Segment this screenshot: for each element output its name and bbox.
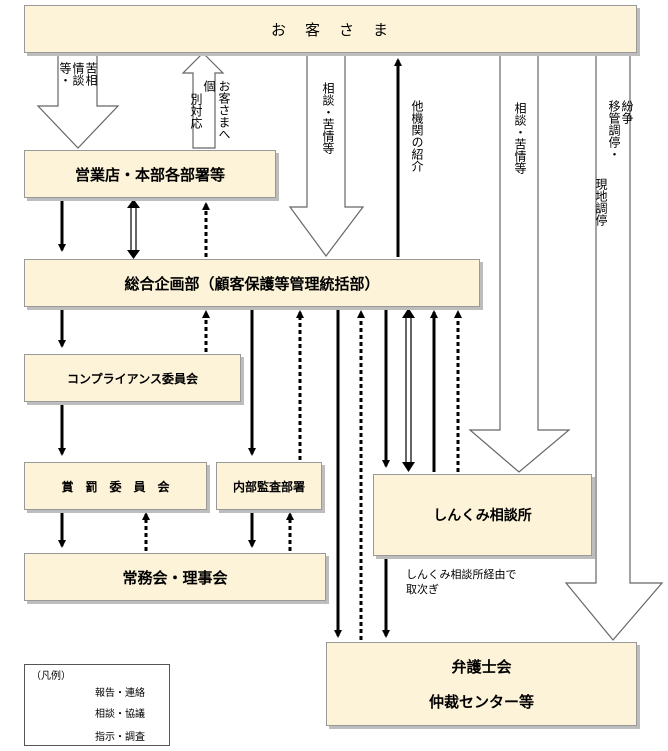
audit-label: 内部監査部署 <box>232 479 305 494</box>
compliance-label: コンプライアンス委員会 <box>67 371 198 386</box>
bar-association-label: 弁護士会 <box>451 658 512 676</box>
consult-complaints-label-2: 相談・苦情等 <box>513 102 527 174</box>
legend-consult-label: 相談・協議 <box>95 709 145 720</box>
legend-report-label: 報告・連絡 <box>95 688 145 699</box>
board-box: 常務会・理事会 <box>24 553 326 601</box>
consult-to-center-hollow-arrow <box>468 53 571 473</box>
arbitration-center-label: 仲裁センター等 <box>428 693 534 711</box>
complaints-hollow-arrow <box>36 53 120 149</box>
legend-title: （凡例） <box>31 671 71 682</box>
individual-col1: お客さまへ <box>217 80 231 140</box>
reward-box: 賞 罰 委 員 会 <box>24 462 207 510</box>
consult-center-label: しんくみ相談所 <box>433 508 532 524</box>
branch-label: 営業店・本部各部署等 <box>74 165 225 184</box>
board-label: 常務会・理事会 <box>122 568 228 587</box>
complaints-col3: 等・ <box>58 62 72 86</box>
bar-association-box: 弁護士会 仲裁センター等 <box>326 642 637 726</box>
dispute-col2: 移管調停・ <box>607 100 621 160</box>
branch-box: 営業店・本部各部署等 <box>24 150 276 198</box>
via-center-line1: しんくみ相談所経由で <box>406 568 517 581</box>
complaints-col1: 苦相 <box>84 62 98 86</box>
planning-box: 総合企画部（顧客保護等管理統括部） <box>24 259 480 307</box>
compliance-box: コンプライアンス委員会 <box>24 354 241 402</box>
individual-response-hollow-arrow <box>181 52 225 149</box>
via-center-line2: 取次ぎ <box>406 583 439 596</box>
individual-col3: 別対応 <box>189 93 203 129</box>
branch-planning-consult <box>127 199 140 259</box>
reward-label: 賞 罰 委 員 会 <box>61 479 170 494</box>
planning-center-consult <box>402 308 415 472</box>
legend: （凡例） 報告・連絡 相談・協議 指示・調査 <box>24 664 170 746</box>
legend-instruct-label: 指示・調査 <box>95 732 145 743</box>
individual-col2: 個 <box>202 80 216 92</box>
customer-label: お 客 さ ま <box>270 20 390 39</box>
planning-label: 総合企画部（顧客保護等管理統括部） <box>124 274 380 293</box>
consult-center-box: しんくみ相談所 <box>373 474 592 556</box>
consult-to-planning-hollow-arrow <box>288 53 365 258</box>
dispute-hollow-arrow <box>564 53 664 641</box>
dispute-col1: 紛争 <box>620 100 634 124</box>
complaints-col2: 情談 <box>71 62 85 86</box>
dispute-col3: 現地調停 <box>594 178 608 226</box>
customer-box: お 客 さ ま <box>24 5 637 53</box>
consult-complaints-label-1: 相談・苦情等 <box>321 82 335 154</box>
other-institutions-label: 他機関の紹介 <box>410 100 424 172</box>
audit-box: 内部監査部署 <box>216 462 322 510</box>
